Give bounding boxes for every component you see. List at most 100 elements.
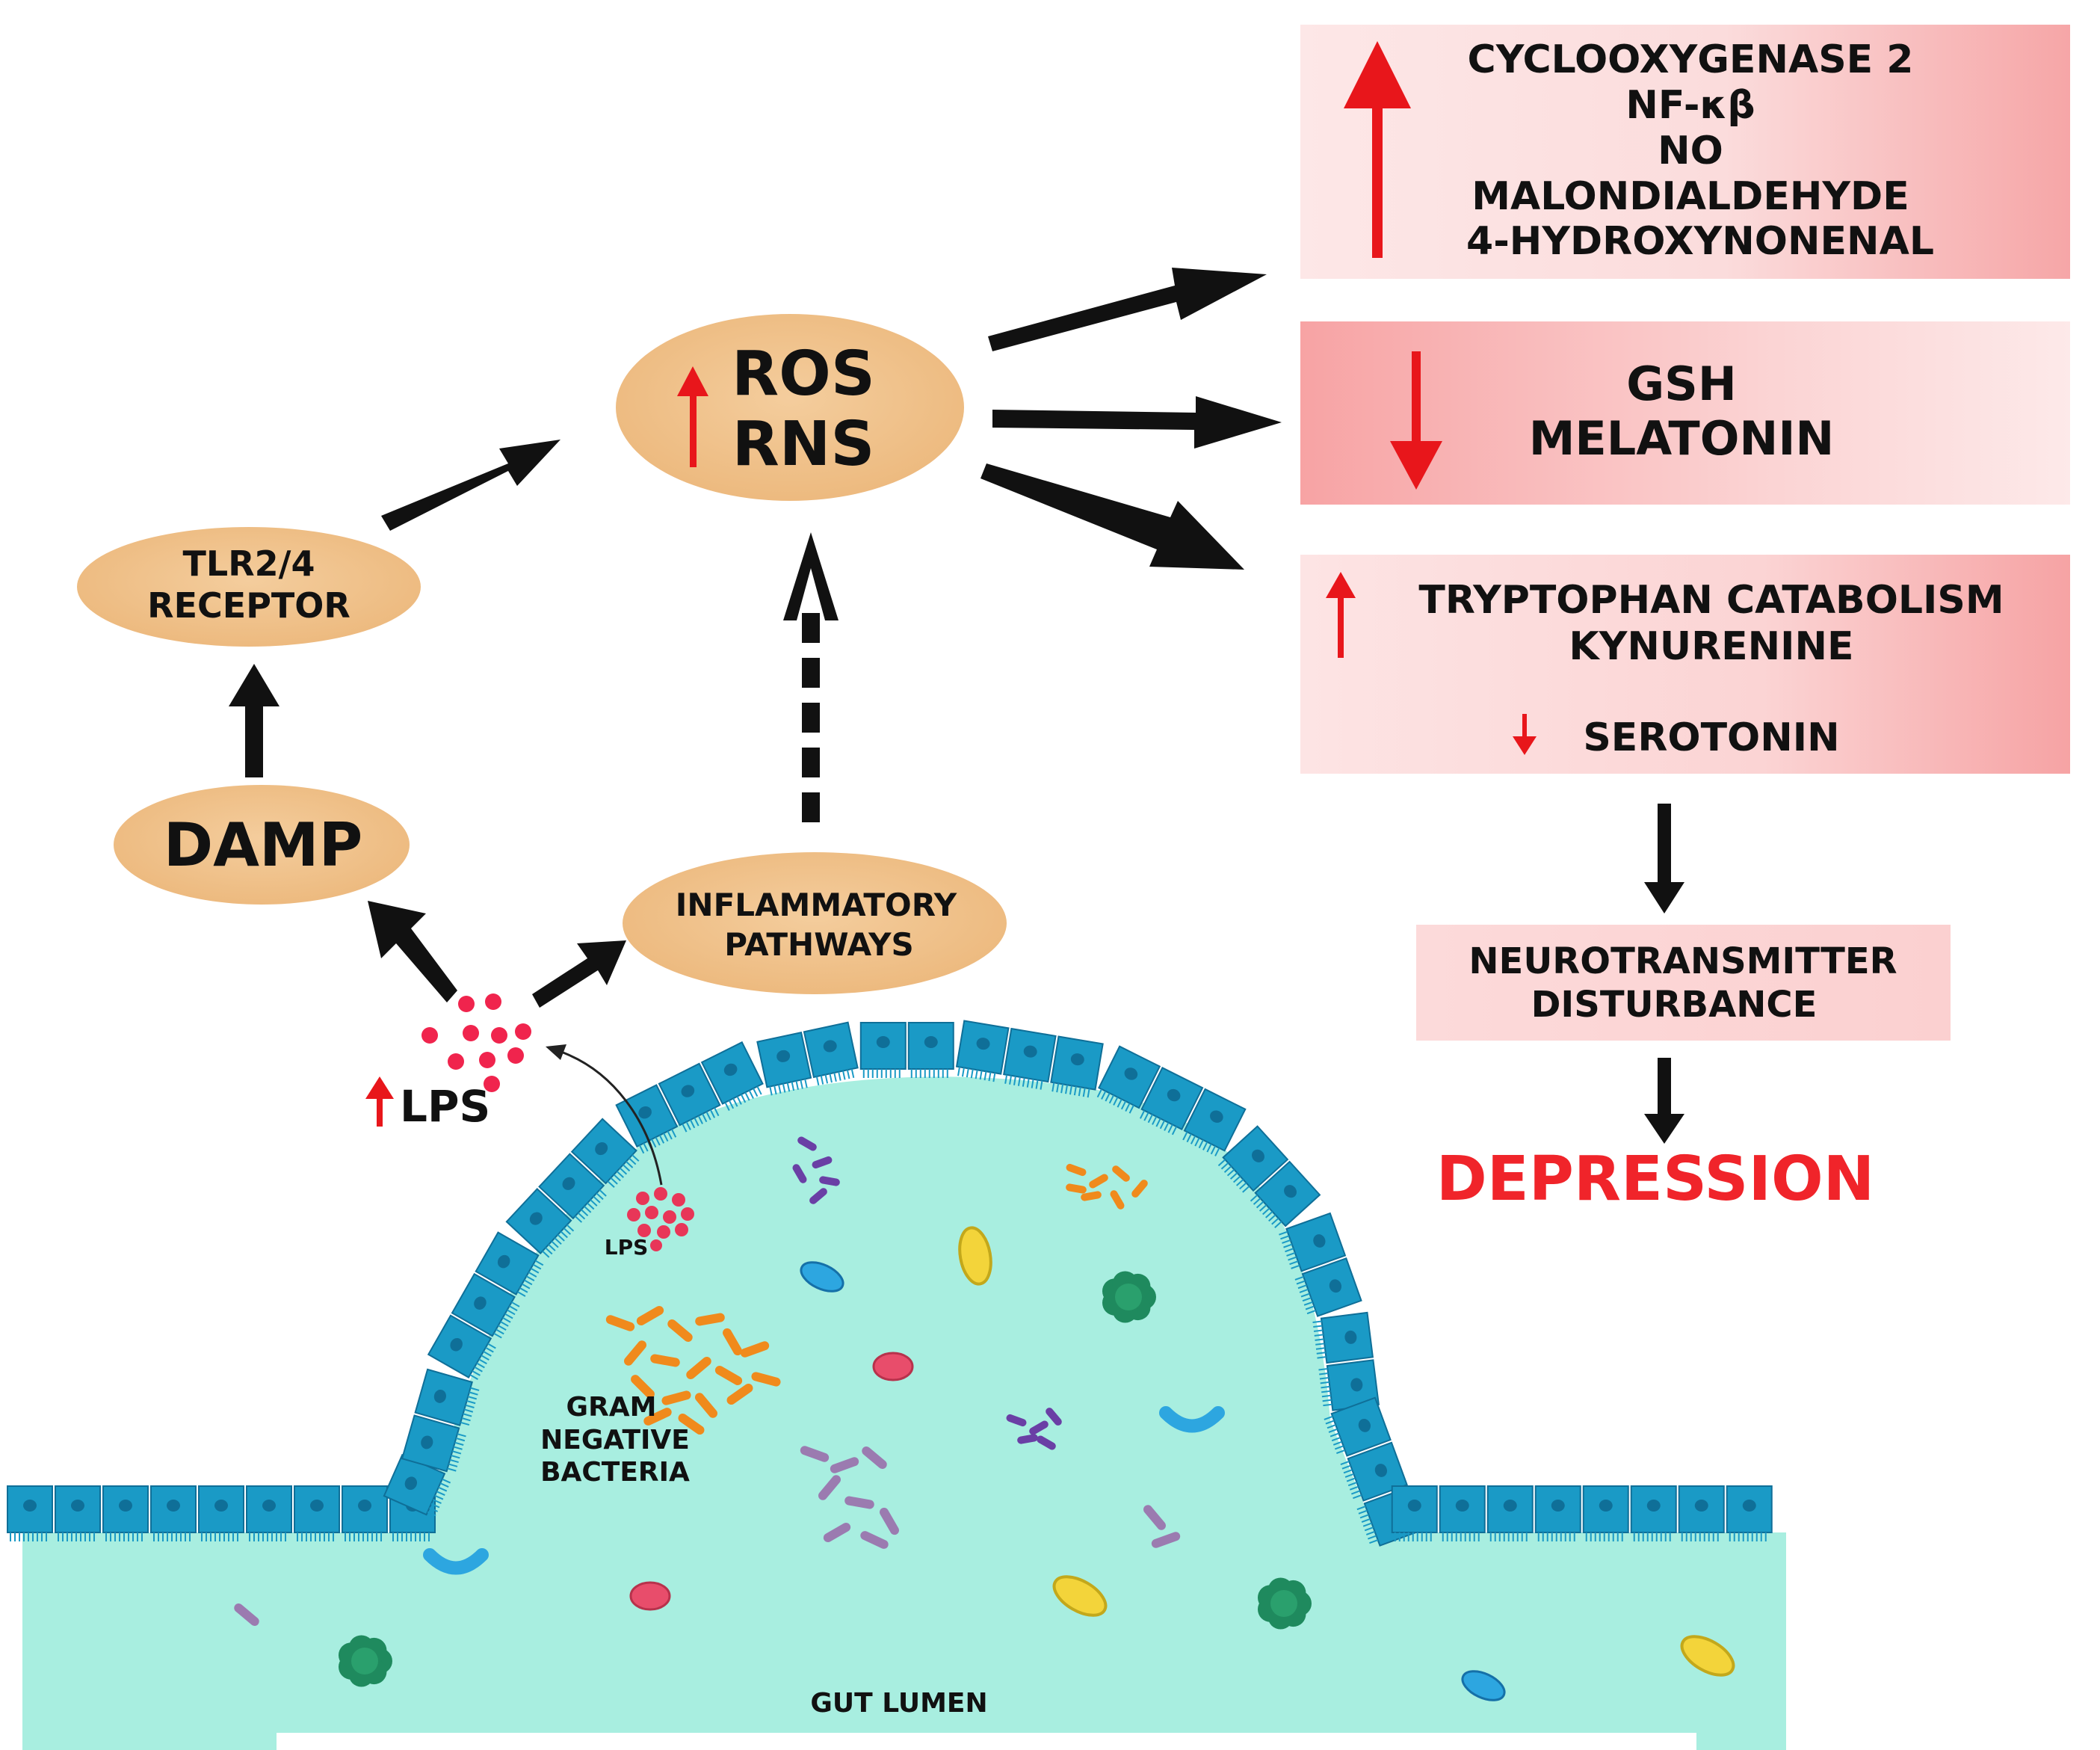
- increase-item-1: CYCLOOXYGENASE 2: [1468, 37, 1914, 82]
- ros-rns-node: ROS RNS: [616, 314, 964, 501]
- serotonin-label: SEROTONIN: [1583, 715, 1839, 760]
- epithelial-cell: [383, 1453, 451, 1517]
- decrease-box: GSH MELATONIN: [1300, 321, 2070, 505]
- lilac-rod-bacterium: [880, 1507, 899, 1535]
- neurotransmitter-box: NEUROTRANSMITTER DISTURBANCE: [1416, 925, 1951, 1041]
- gut-section: LPS GRAM NEGATIVE BACTERIA GUT LUMEN: [7, 1020, 1786, 1750]
- neuro-line-1: NEUROTRANSMITTER: [1469, 940, 1897, 982]
- damp-label: DAMP: [164, 810, 363, 880]
- purple-rod-bacterium: [1017, 1434, 1038, 1444]
- inflammatory-label-line-1: INFLAMMATORY: [676, 887, 957, 923]
- epithelial-cell: [1678, 1485, 1725, 1541]
- increase-box-arrow: [1344, 41, 1411, 258]
- orange-rod-bacterium: [726, 1383, 753, 1405]
- orange-rod-bacterium: [1112, 1165, 1130, 1182]
- epithelial-cell: [1279, 1212, 1347, 1272]
- depression-label: DEPRESSION: [1436, 1144, 1875, 1215]
- lps-translocation-arrow: [556, 1049, 663, 1186]
- lilac-rod-bacterium: [234, 1603, 259, 1626]
- increase-item-5: 4-HYDROXYNONENAL: [1466, 219, 1934, 264]
- lilac-rod-bacterium: [844, 1496, 874, 1509]
- blue-flagellated-bacterium: [800, 1261, 844, 1293]
- dashed-arrow-seg-3: [802, 703, 820, 733]
- epithelial-cell: [615, 1084, 679, 1154]
- yellow-oval-bacterium: [958, 1226, 992, 1286]
- epithelial-cell: [1217, 1125, 1289, 1193]
- lps-translocation-arrowhead: [546, 1044, 566, 1060]
- lilac-rod-bacterium: [830, 1457, 859, 1473]
- epithelial-cell: [803, 1021, 859, 1086]
- epithelial-cell: [401, 1414, 466, 1473]
- purple-rod-bacterium: [819, 1176, 840, 1186]
- arrow-neuro-to-depression: [1644, 1058, 1684, 1144]
- orange-rod-bacterium: [1131, 1180, 1148, 1198]
- pink-flagellated-bacterium: [629, 1581, 671, 1611]
- tryptophan-item-1: TRYPTOPHAN CATABOLISM: [1418, 578, 2004, 623]
- orange-rod-bacterium: [661, 1390, 691, 1405]
- lilac-rod-bacterium: [1143, 1505, 1166, 1530]
- rns-label: RNS: [732, 409, 875, 480]
- orange-rod-bacterium: [714, 1366, 743, 1385]
- lilac-rod-bacterium: [818, 1475, 841, 1500]
- orange-rod-bacterium: [1081, 1191, 1102, 1201]
- increase-item-3: NO: [1658, 129, 1723, 173]
- epithelial-cell: [859, 1022, 907, 1078]
- neuro-line-2: DISTURBANCE: [1531, 984, 1818, 1026]
- epithelial-cell: [1534, 1485, 1581, 1541]
- arrow-damp-to-tlr: [229, 664, 280, 777]
- lps-label: LPS: [400, 1081, 490, 1132]
- orange-rod-bacterium: [631, 1375, 655, 1399]
- green-cluster-bacterium: [1270, 1590, 1297, 1617]
- orange-rod-bacterium: [723, 1328, 742, 1356]
- tryptophan-increase-arrow: [1326, 572, 1356, 658]
- epithelial-cell: [102, 1485, 149, 1541]
- inflammatory-label-line-2: PATHWAYS: [724, 926, 914, 963]
- epithelial-cell: [1096, 1045, 1161, 1114]
- epithelial-cell: [700, 1041, 764, 1111]
- orange-rod-bacterium: [636, 1306, 664, 1325]
- epithelial-cell: [1250, 1160, 1321, 1228]
- epithelial-cell: [1312, 1311, 1374, 1364]
- epithelial-cell: [198, 1485, 244, 1541]
- epithelial-cell: [1726, 1485, 1773, 1541]
- dashed-arrow-seg-4: [802, 658, 820, 688]
- green-cluster-bacterium: [351, 1648, 378, 1674]
- tryptophan-item-2: KYNURENINE: [1569, 624, 1853, 669]
- gut-lumen-fill: [22, 1076, 1786, 1750]
- tlr-node: TLR2/4 RECEPTOR: [77, 527, 421, 647]
- epithelial-cell: [1182, 1088, 1247, 1156]
- arrow-ros-to-increase: [988, 268, 1267, 351]
- lps-dots-small: [627, 1187, 694, 1251]
- epithelial-cell: [1630, 1485, 1677, 1541]
- epithelial-cell: [414, 1368, 480, 1426]
- arrow-tlr-to-ros: [381, 440, 560, 531]
- pink-flagellated-bacterium: [872, 1352, 914, 1381]
- purple-rod-bacterium: [809, 1188, 827, 1204]
- epithelial-cell: [150, 1485, 197, 1541]
- epithelial-cell-layer: [7, 1020, 1773, 1547]
- epithelial-cell: [907, 1022, 954, 1078]
- tlr-label-line-2: RECEPTOR: [147, 585, 350, 626]
- lilac-rod-bacterium: [800, 1446, 830, 1462]
- epithelial-cell: [342, 1485, 388, 1541]
- decrease-item-1: GSH: [1626, 357, 1736, 411]
- epithelial-cell: [1294, 1257, 1362, 1317]
- tlr-label-line-1: TLR2/4: [183, 543, 315, 584]
- bacteria-group: [234, 1136, 1735, 1701]
- epithelial-cell: [570, 1118, 640, 1189]
- ros-label: ROS: [732, 339, 875, 410]
- orange-rod-bacterium: [605, 1315, 635, 1331]
- epithelial-cell: [756, 1031, 812, 1096]
- epithelial-cell: [658, 1062, 721, 1133]
- serotonin-decrease-arrow: [1513, 714, 1537, 755]
- orange-rod-bacterium: [1110, 1190, 1125, 1210]
- orange-rod-bacterium: [624, 1340, 646, 1366]
- gut-lumen-label: GUT LUMEN: [810, 1688, 987, 1719]
- bacteria-label-line-1: GRAM: [566, 1392, 657, 1423]
- arrow-ros-to-tryptophan: [980, 463, 1244, 570]
- lps-dots-large: [421, 993, 531, 1092]
- blue-curved-bacterium: [423, 1548, 489, 1575]
- damp-node: DAMP: [114, 785, 410, 905]
- epithelial-cell: [1318, 1359, 1380, 1411]
